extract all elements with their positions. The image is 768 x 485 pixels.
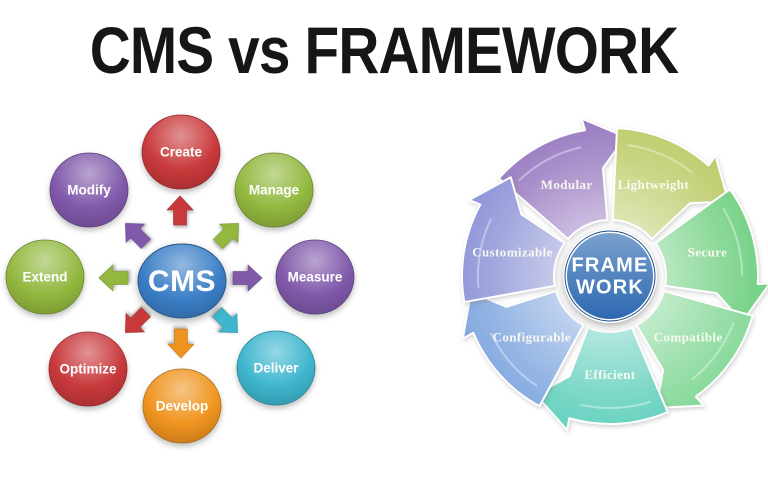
cms-arrow-modify-icon (125, 223, 151, 249)
cms-node-label: Manage (249, 183, 300, 198)
cms-arrow-manage-icon (213, 223, 239, 249)
cms-node-label: Measure (288, 270, 343, 285)
cms-arrow-optimize-icon (125, 307, 151, 333)
fw-segment-swoosh-line (722, 207, 744, 277)
cms-node-measure: Measure (275, 239, 355, 315)
fw-center-label-line1: FRAME (571, 254, 648, 276)
fw-segment-label: Modular (541, 177, 593, 192)
fw-segment-arrow-shape (654, 188, 768, 323)
fw-segment-swoosh-line (691, 322, 735, 381)
cms-arrow-deliver-icon (212, 307, 238, 333)
fw-segment-label: Efficient (584, 367, 636, 382)
cms-node-label: Optimize (59, 362, 116, 377)
cms-node-optimize: Optimize (48, 331, 128, 407)
framework-wheel-diagram: Modular LightweightSecureCompatibleEffici… (461, 117, 768, 432)
cms-arrow-develop-icon (167, 328, 195, 359)
cms-arrow-extend-icon (98, 264, 129, 292)
cms-node-label: Extend (22, 270, 67, 285)
fw-segment-compatible: Compatible (635, 290, 754, 410)
fw-segment-label: Secure (688, 245, 728, 260)
fw-segment-swoosh-line (477, 217, 493, 288)
cms-arrow-measure-icon (232, 264, 263, 292)
cms-node-deliver: Deliver (236, 330, 316, 406)
fw-segment-arrow-shape (611, 127, 730, 241)
fw-segment-swoosh-line (490, 332, 538, 387)
fw-center-label-line2: WORK (576, 276, 644, 298)
cms-node-modify: Modify (49, 152, 129, 228)
cms-node-label: Develop (156, 399, 209, 414)
cms-node-label: Modify (67, 183, 111, 198)
fw-segment-arrow-shape (497, 117, 627, 241)
cms-node-manage: Manage (234, 152, 314, 228)
fw-segment-modular: Modular (497, 117, 627, 241)
fw-segment-swoosh-line (627, 144, 694, 174)
fw-segment-customizable: Customizable (461, 176, 566, 304)
cms-center-label: CMS (148, 265, 216, 298)
cms-center-circle: CMS (137, 243, 227, 319)
fw-segment-efficient: Efficient (534, 326, 669, 432)
fw-segment-label: Configurable (493, 329, 571, 344)
fw-segment-lightweight: Lightweight (611, 127, 730, 241)
page-title: CMS vs FRAMEWORK (89, 13, 679, 87)
cms-node-extend: Extend (5, 239, 85, 315)
fw-segment-configurable: Configurable (461, 290, 585, 408)
cms-node-label: Create (160, 145, 203, 160)
fw-segment-arrow-shape (534, 326, 669, 432)
fw-segment-swoosh-line (580, 400, 652, 409)
fw-segment-label: Lightweight (618, 177, 690, 192)
cms-node-label: Deliver (253, 361, 299, 376)
fw-segment-label: Compatible (654, 329, 723, 344)
cms-arrow-create-icon (166, 195, 194, 226)
fw-center-circle: FRAMEWORK (563, 229, 657, 323)
fw-segment-secure: Secure (654, 188, 768, 323)
fw-segment-label: Customizable (472, 245, 553, 260)
fw-segment-arrow-shape (461, 176, 566, 304)
cms-node-develop: Develop (142, 368, 222, 444)
cms-node-create: Create (141, 114, 221, 190)
fw-segment-arrow-shape (461, 290, 585, 408)
fw-segment-swoosh-line (518, 146, 582, 182)
fw-segment-arrow-shape (635, 290, 754, 410)
